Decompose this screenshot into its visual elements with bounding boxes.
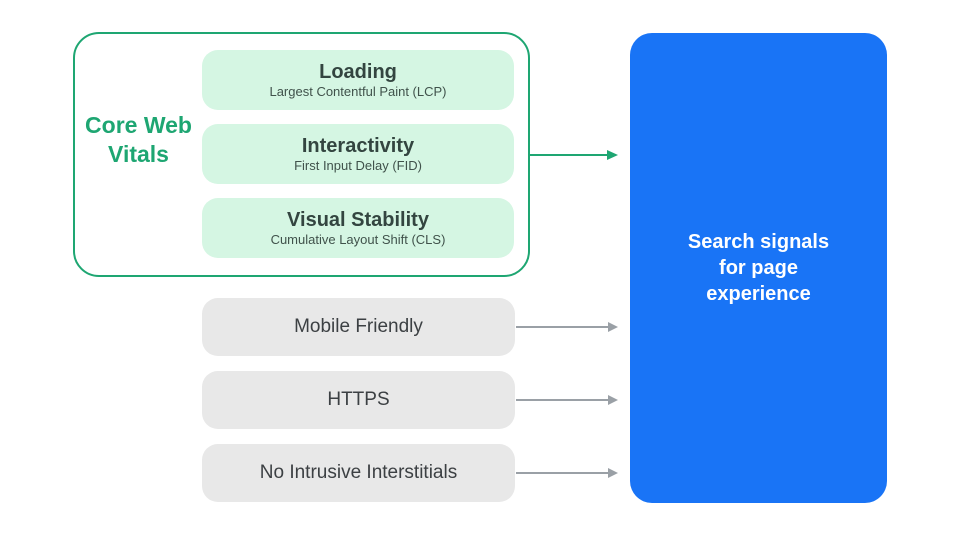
search-signals-label: Search signals for page experience xyxy=(687,231,830,305)
arrow-core-web-vitals-icon xyxy=(530,149,618,161)
vital-subtitle-cls: Cumulative Layout Shift (CLS) xyxy=(270,232,446,247)
vital-title-interactivity: Interactivity xyxy=(301,135,415,157)
signal-card-mobile-friendly: Mobile Friendly xyxy=(202,298,515,356)
arrow-shaft xyxy=(530,154,607,156)
core-web-vitals-group: Core Web Vitals Loading Largest Contentf… xyxy=(73,32,530,277)
arrow-mobile-friendly-icon xyxy=(516,321,618,333)
vital-title-visual-stability: Visual Stability xyxy=(287,209,429,231)
signal-label-https: HTTPS xyxy=(327,389,390,410)
arrowhead-icon xyxy=(607,150,618,160)
signal-card-no-intrusive-interstitials: No Intrusive Interstitials xyxy=(202,444,515,502)
vital-card-interactivity: Interactivity First Input Delay (FID) xyxy=(202,124,514,184)
arrow-shaft xyxy=(516,326,608,328)
arrow-https-icon xyxy=(516,394,618,406)
vital-card-visual-stability: Visual Stability Cumulative Layout Shift… xyxy=(202,198,514,258)
signal-label-mobile-friendly: Mobile Friendly xyxy=(294,316,423,337)
arrowhead-icon xyxy=(608,468,618,478)
vital-card-loading: Loading Largest Contentful Paint (LCP) xyxy=(202,50,514,110)
vital-subtitle-fid: First Input Delay (FID) xyxy=(294,158,422,173)
arrow-shaft xyxy=(516,399,608,401)
signal-label-no-intrusive-interstitials: No Intrusive Interstitials xyxy=(259,462,458,483)
arrowhead-icon xyxy=(608,322,618,332)
arrow-shaft xyxy=(516,472,608,474)
vital-subtitle-lcp: Largest Contentful Paint (LCP) xyxy=(269,84,447,99)
search-signals-panel: Search signals for page experience xyxy=(630,33,887,503)
core-web-vitals-label: Core Web Vitals xyxy=(85,112,192,167)
signal-card-https: HTTPS xyxy=(202,371,515,429)
arrow-no-intrusive-interstitials-icon xyxy=(516,467,618,479)
vital-title-loading: Loading xyxy=(319,61,397,83)
arrowhead-icon xyxy=(608,395,618,405)
